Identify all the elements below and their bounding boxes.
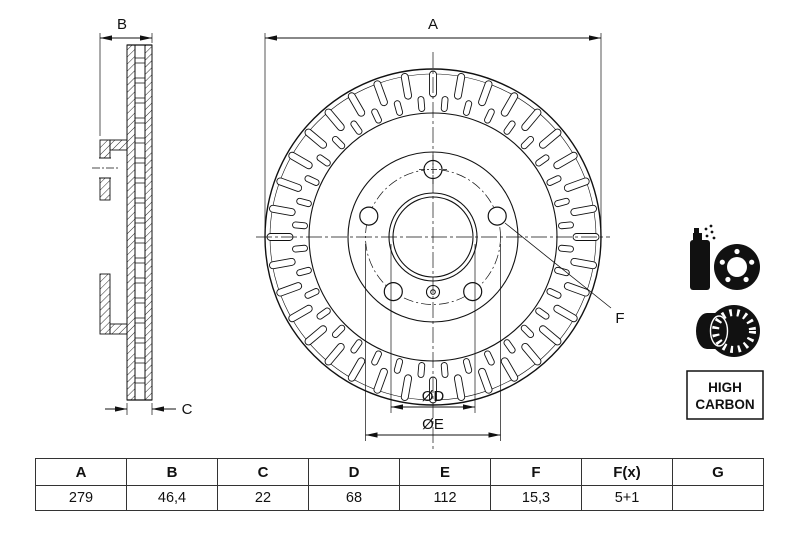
section-outer-plate — [144, 44, 153, 401]
spray-particles — [704, 224, 716, 240]
table-value-row: 279 46,4 22 68 112 15,3 5+1 — [35, 485, 764, 511]
section-view: B C — [92, 16, 193, 418]
vent-slot-ring — [266, 70, 600, 404]
table-value-cell: 279 — [35, 485, 127, 511]
bolt-hole — [383, 282, 403, 302]
dimension-e: ØE — [365, 244, 501, 441]
disc-hub-edge — [709, 315, 729, 347]
dim-label-b: B — [117, 16, 127, 33]
flange-bolt-hole-edges — [99, 157, 111, 179]
dim-label-c: C — [182, 401, 193, 418]
table-value-cell: 46,4 — [126, 485, 218, 511]
dim-a-extension-lines — [264, 33, 602, 228]
spray-can-top — [693, 233, 702, 241]
center-lines — [256, 52, 610, 452]
dim-f-leader-line — [504, 222, 612, 309]
table-header-cell: F — [490, 458, 582, 486]
disc-vent-slots — [712, 309, 756, 353]
hat-bottom-wall — [109, 323, 128, 335]
table-value-cell: 22 — [217, 485, 309, 511]
coated-disc-icon — [690, 224, 760, 290]
vent-vanes — [135, 57, 145, 384]
table-header-cell: D — [308, 458, 400, 486]
table-value-cell: 68 — [308, 485, 400, 511]
section-inner-plate — [126, 44, 136, 401]
disc-body — [708, 305, 760, 357]
bolt-hole — [463, 282, 483, 302]
table-header-cell: E — [399, 458, 491, 486]
set-screw-hole-inner — [430, 289, 436, 295]
flange-lower — [99, 273, 111, 335]
dimension-b: B — [99, 16, 153, 136]
flange-bolt-hole — [99, 158, 111, 178]
high-carbon-text-line1: HIGH — [708, 380, 742, 395]
spray-can-nozzle — [694, 228, 699, 233]
dim-d-extension-lines — [390, 244, 476, 413]
table-header-cell: F(x) — [581, 458, 673, 486]
vented-disc-icon — [696, 305, 760, 357]
bolt-hole — [487, 206, 507, 226]
dim-label-d: ØD — [422, 388, 445, 405]
dim-label-e: ØE — [422, 416, 444, 433]
dim-label-a: A — [428, 16, 438, 33]
table-header-row: A B C D E F F(x) G — [35, 458, 764, 486]
high-carbon-box — [686, 370, 764, 420]
coated-disc-bore — [727, 257, 747, 277]
table-value-cell: 112 — [399, 485, 491, 511]
bolt-holes — [359, 159, 507, 302]
table-header-cell: A — [35, 458, 127, 486]
table-value-cell: 15,3 — [490, 485, 582, 511]
technical-drawing: B C — [92, 16, 764, 452]
section-rim-edges — [127, 44, 152, 401]
spray-can-body — [690, 240, 710, 290]
dim-b-extension-lines — [99, 33, 153, 136]
table-value-cell — [672, 485, 764, 511]
set-screw-hole — [425, 284, 441, 300]
table-header-cell: B — [126, 458, 218, 486]
dimension-c: C — [105, 401, 193, 418]
bolt-hole — [359, 206, 379, 226]
dimension-a: A — [264, 16, 602, 228]
hat-top-wall — [109, 139, 128, 151]
table-header-cell: G — [672, 458, 764, 486]
high-carbon-text-line2: CARBON — [695, 397, 754, 412]
front-view: A ØD ØE F — [256, 16, 625, 452]
dim-label-f: F — [615, 310, 624, 327]
dim-c-extension-lines — [126, 403, 153, 415]
dimension-table: A B C D E F F(x) G 279 46,4 22 68 112 15… — [35, 458, 764, 511]
dimension-f: F — [504, 222, 625, 327]
coated-disc-bolt-holes — [719, 248, 755, 283]
table-header-cell: C — [217, 458, 309, 486]
high-carbon-badge: HIGH CARBON — [686, 370, 764, 420]
top-bolt-hole-crosshair — [419, 155, 447, 184]
dimension-d: ØD — [390, 244, 476, 413]
dim-e-extension-lines — [365, 244, 501, 441]
table-value-cell: 5+1 — [581, 485, 673, 511]
